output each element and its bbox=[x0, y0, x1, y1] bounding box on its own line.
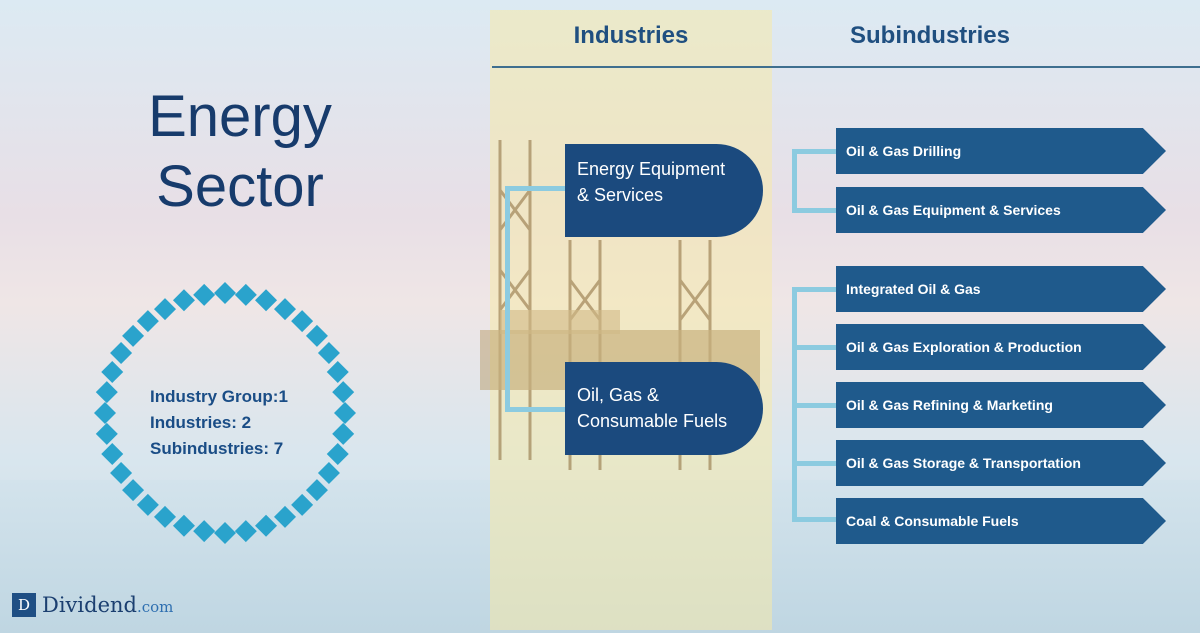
diamond-ring-icon bbox=[122, 479, 145, 502]
diamond-ring-icon bbox=[110, 462, 133, 484]
diamond-ring-icon bbox=[317, 342, 340, 364]
diamond-ring-icon bbox=[193, 283, 216, 306]
industry-label-line2: Consumable Fuels bbox=[577, 411, 728, 431]
header-divider bbox=[492, 66, 1200, 68]
diamond-ring-icon bbox=[101, 360, 124, 383]
diamond-ring-icon bbox=[154, 505, 176, 528]
diamond-ring-icon bbox=[136, 310, 159, 333]
sector-title-line2: Sector bbox=[156, 154, 324, 219]
subindustry-connector-2e bbox=[792, 517, 838, 522]
stat-subindustries: Subindustries: 7 bbox=[150, 439, 284, 458]
diamond-ring-icon bbox=[136, 493, 159, 516]
diamond-ring-icon bbox=[234, 283, 257, 306]
diamond-ring-icon bbox=[110, 342, 133, 364]
diamond-ring-icon bbox=[326, 360, 349, 383]
diamond-ring-icon bbox=[154, 298, 176, 321]
diamond-ring-icon bbox=[326, 443, 349, 466]
subindustry-oil-gas-equipment-services: Oil & Gas Equipment & Services bbox=[836, 187, 1166, 233]
industry-oil-gas-consumable-fuels: Oil, Gas & Consumable Fuels bbox=[565, 362, 763, 455]
logo-mark-icon: D bbox=[12, 593, 36, 617]
logo-name: Dividend bbox=[42, 593, 137, 617]
dividend-logo[interactable]: D Dividend.com bbox=[12, 593, 173, 617]
industry-label-line1: Energy Equipment bbox=[577, 159, 726, 179]
diamond-ring-icon bbox=[274, 505, 296, 528]
subindustry-refining-marketing: Oil & Gas Refining & Marketing bbox=[836, 382, 1166, 428]
subindustry-oil-gas-drilling: Oil & Gas Drilling bbox=[836, 128, 1166, 174]
diamond-ring-icon bbox=[291, 310, 314, 333]
stat-industries: Industries: 2 bbox=[150, 413, 252, 432]
industry-connector-bottom bbox=[505, 407, 567, 412]
industries-column-band bbox=[490, 10, 772, 630]
stat-industry-groups: Industry Group:1 bbox=[150, 387, 288, 406]
logo-wordmark: Dividend.com bbox=[42, 593, 173, 617]
diamond-ring-icon bbox=[214, 282, 236, 304]
subindustry-connector-2a bbox=[792, 287, 838, 292]
industry-connector-rail bbox=[505, 186, 510, 412]
subindustry-connector-2b bbox=[792, 345, 838, 350]
diamond-ring-icon bbox=[332, 381, 355, 404]
subindustry-integrated-oil-gas: Integrated Oil & Gas bbox=[836, 266, 1166, 312]
diamond-ring-icon bbox=[95, 381, 118, 404]
diamond-ring-icon bbox=[94, 402, 116, 424]
subindustry-connector-1a bbox=[792, 149, 838, 154]
subindustry-connector-1b bbox=[792, 208, 838, 213]
diamond-ring-icon bbox=[95, 422, 118, 445]
diamond-ring-icon bbox=[193, 520, 216, 543]
diamond-ring-icon bbox=[101, 443, 124, 466]
subindustry-connector-2d bbox=[792, 461, 838, 466]
logo-domain: .com bbox=[136, 598, 174, 616]
diamond-ring-icon bbox=[214, 522, 236, 544]
diamond-ring-icon bbox=[305, 324, 328, 347]
diamond-ring-icon bbox=[317, 462, 340, 484]
industry-label-line1: Oil, Gas & bbox=[577, 385, 660, 405]
industry-connector-top bbox=[505, 186, 567, 191]
industry-label-line2: & Services bbox=[577, 185, 664, 205]
diamond-ring-icon bbox=[274, 298, 296, 321]
diamond-ring-icon bbox=[305, 479, 328, 502]
subindustry-exploration-production: Oil & Gas Exploration & Production bbox=[836, 324, 1166, 370]
diamond-ring-icon bbox=[291, 493, 314, 516]
sector-title: Energy Sector bbox=[100, 82, 380, 222]
industry-energy-equipment-services: Energy Equipment & Services bbox=[565, 144, 763, 237]
diamond-ring-icon bbox=[172, 289, 195, 312]
subindustries-header: Subindustries bbox=[849, 22, 1011, 49]
diamond-ring-badge bbox=[94, 282, 356, 544]
subindustry-coal-consumable-fuels: Coal & Consumable Fuels bbox=[836, 498, 1166, 544]
subindustry-connector-rail-1 bbox=[792, 149, 797, 213]
industries-header: Industries bbox=[573, 22, 689, 49]
diamond-ring-icon bbox=[234, 520, 257, 543]
diamond-ring-icon bbox=[332, 422, 355, 445]
subindustry-storage-transportation: Oil & Gas Storage & Transportation bbox=[836, 440, 1166, 486]
diamond-ring-icon bbox=[122, 324, 145, 347]
diamond-ring-icon bbox=[172, 514, 195, 537]
subindustry-connector-2c bbox=[792, 403, 838, 408]
diamond-ring-icon bbox=[255, 289, 278, 312]
sector-title-line1: Energy bbox=[148, 84, 332, 149]
diamond-ring-icon bbox=[334, 402, 356, 424]
diamond-ring-icon bbox=[255, 514, 278, 537]
sector-stats: Industry Group:1 Industries: 2 Subindust… bbox=[150, 384, 288, 462]
